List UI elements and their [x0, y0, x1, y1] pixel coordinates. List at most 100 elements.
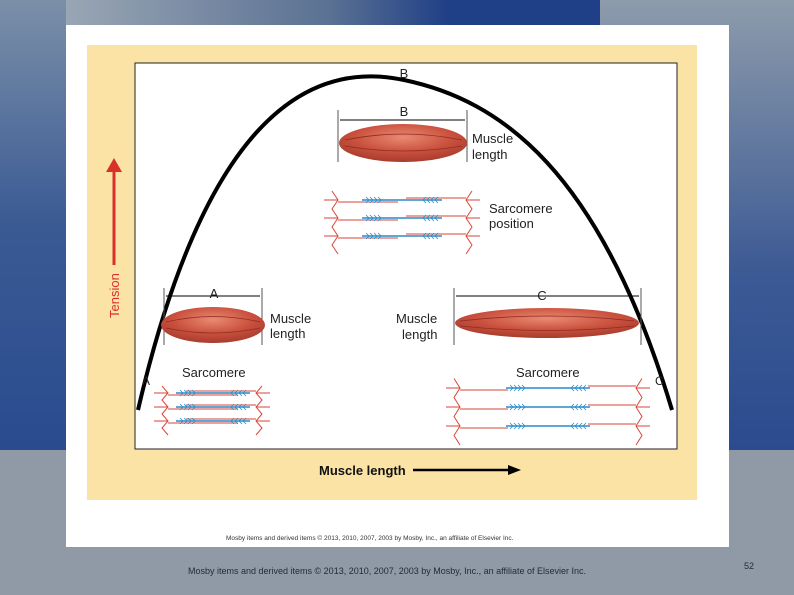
sarcomere-a-myosin-head — [230, 403, 235, 411]
sarcomere-c-myosin-head — [578, 384, 583, 392]
sarcomere-c-myosin-head — [521, 384, 526, 392]
sarcomere-c-z-line — [453, 378, 461, 446]
sarcomere-a-z-line — [255, 385, 263, 436]
sarcomere-c-myosin-head — [517, 384, 522, 392]
label-b: B — [400, 104, 409, 119]
sarcomere-c-myosin-head — [521, 422, 526, 430]
sarcomere-c-myosin-head — [578, 403, 583, 411]
figure-caption: Mosby items and derived items © 2013, 20… — [226, 535, 514, 542]
sarcomere-b-myosin-head — [365, 214, 370, 222]
sarcomere-c-myosin-head — [574, 403, 579, 411]
sarcomere-b-myosin-head — [373, 232, 378, 240]
sarcomere-c-myosin-head — [513, 403, 518, 411]
sarcomere-label-a: Sarcomere — [182, 365, 246, 380]
sarcomere-c-myosin-head — [570, 422, 575, 430]
sarcomere-a-myosin-head — [179, 417, 184, 425]
sarcomere-a-myosin-head — [179, 389, 184, 397]
sarcomere-a-myosin-head — [191, 403, 196, 411]
sarcomere-b-myosin-head — [422, 232, 427, 240]
sarcomere-b-myosin-head — [377, 214, 382, 222]
sarcomere-a-myosin-head — [242, 389, 247, 397]
sarcomere-c-myosin-head — [509, 422, 514, 430]
sarcomere-c-myosin-head — [521, 403, 526, 411]
top-label-b: B — [400, 66, 409, 81]
sarcomere-c-myosin-head — [570, 384, 575, 392]
sarcomere-diagram-b — [324, 190, 480, 255]
label-a: A — [210, 286, 219, 301]
muscle-a-fibers — [165, 316, 261, 334]
sarcomere-b-myosin-head — [373, 196, 378, 204]
muscle-length-a: Muscle length — [270, 311, 315, 341]
sarcomere-c-myosin-head — [578, 422, 583, 430]
sarcomere-a-myosin-head — [234, 389, 239, 397]
sarcomere-b-myosin-head — [426, 196, 431, 204]
sarcomere-b-myosin-head — [434, 214, 439, 222]
sarcomere-a-myosin-head — [191, 417, 196, 425]
sarcomere-a-myosin-head — [238, 417, 243, 425]
sarcomere-c-myosin-head — [517, 422, 522, 430]
sarcomere-b-myosin-head — [369, 196, 374, 204]
sarcomere-a-myosin-head — [183, 417, 188, 425]
sarcomere-label-c: Sarcomere — [516, 365, 580, 380]
sarcomere-b-myosin-head — [365, 196, 370, 204]
muscle-a — [161, 307, 265, 343]
sarcomere-a-myosin-head — [187, 417, 192, 425]
sarcomere-a-myosin-head — [183, 389, 188, 397]
sarcomere-a-myosin-head — [242, 403, 247, 411]
sarcomere-b-myosin-head — [369, 214, 374, 222]
muscle-length-c: Muscle length — [396, 311, 441, 342]
muscle-c-fibers — [459, 315, 635, 331]
sarcomere-b-myosin-head — [426, 232, 431, 240]
muscle-length-arrow-head — [508, 465, 521, 475]
slide-number: 52 — [744, 561, 755, 571]
sarcomere-b-myosin-head — [377, 196, 382, 204]
tension-label: Tension — [107, 273, 122, 318]
sarcomere-b-myosin-head — [377, 232, 382, 240]
sarcomere-c-myosin-head — [509, 384, 514, 392]
sarcomere-b-myosin-head — [422, 196, 427, 204]
sarcomere-position: Sarcomere position — [489, 201, 556, 231]
sarcomere-c-myosin-head — [582, 422, 587, 430]
sarcomere-a-myosin-head — [238, 403, 243, 411]
sarcomere-a-myosin-head — [187, 403, 192, 411]
sarcomere-c-myosin-head — [513, 422, 518, 430]
sarcomere-a-myosin-head — [183, 403, 188, 411]
sarcomere-b-myosin-head — [430, 232, 435, 240]
sarcomere-b-z-line — [465, 190, 473, 255]
sarcomere-b-myosin-head — [426, 214, 431, 222]
sarcomere-c-myosin-head — [582, 403, 587, 411]
sarcomere-c-myosin-head — [570, 403, 575, 411]
muscle-b — [339, 124, 467, 162]
sarcomere-a-myosin-head — [242, 417, 247, 425]
sarcomere-a-myosin-head — [187, 389, 192, 397]
sarcomere-b-myosin-head — [422, 214, 427, 222]
sarcomere-b-myosin-head — [434, 196, 439, 204]
sarcomere-c-myosin-head — [574, 422, 579, 430]
sarcomere-c-z-line — [635, 378, 643, 446]
tension-curve — [136, 74, 674, 411]
muscle-length-b: Muscle length — [472, 131, 517, 162]
x-axis-label: Muscle length — [319, 463, 406, 478]
sarcomere-b-myosin-head — [369, 232, 374, 240]
sarcomere-b-myosin-head — [430, 196, 435, 204]
sarcomere-diagram-c — [446, 378, 650, 446]
sarcomere-a-z-line — [161, 385, 169, 436]
tension-arrow-head — [106, 158, 122, 172]
sarcomere-a-myosin-head — [234, 417, 239, 425]
muscle-b-fibers — [344, 133, 463, 152]
muscle-c — [455, 308, 639, 338]
sarcomere-a-myosin-head — [230, 389, 235, 397]
sarcomere-a-myosin-head — [234, 403, 239, 411]
sarcomere-b-myosin-head — [434, 232, 439, 240]
plot-area — [134, 62, 678, 450]
sarcomere-b-myosin-head — [365, 232, 370, 240]
sarcomere-c-myosin-head — [582, 384, 587, 392]
curve-label-c: C — [655, 374, 664, 388]
sarcomere-a-myosin-head — [238, 389, 243, 397]
sarcomere-a-myosin-head — [179, 403, 184, 411]
slide-footer: Mosby items and derived items © 2013, 20… — [188, 566, 587, 576]
sarcomere-a-myosin-head — [230, 417, 235, 425]
label-c: C — [537, 288, 546, 303]
sarcomere-c-myosin-head — [517, 403, 522, 411]
sarcomere-c-myosin-head — [513, 384, 518, 392]
